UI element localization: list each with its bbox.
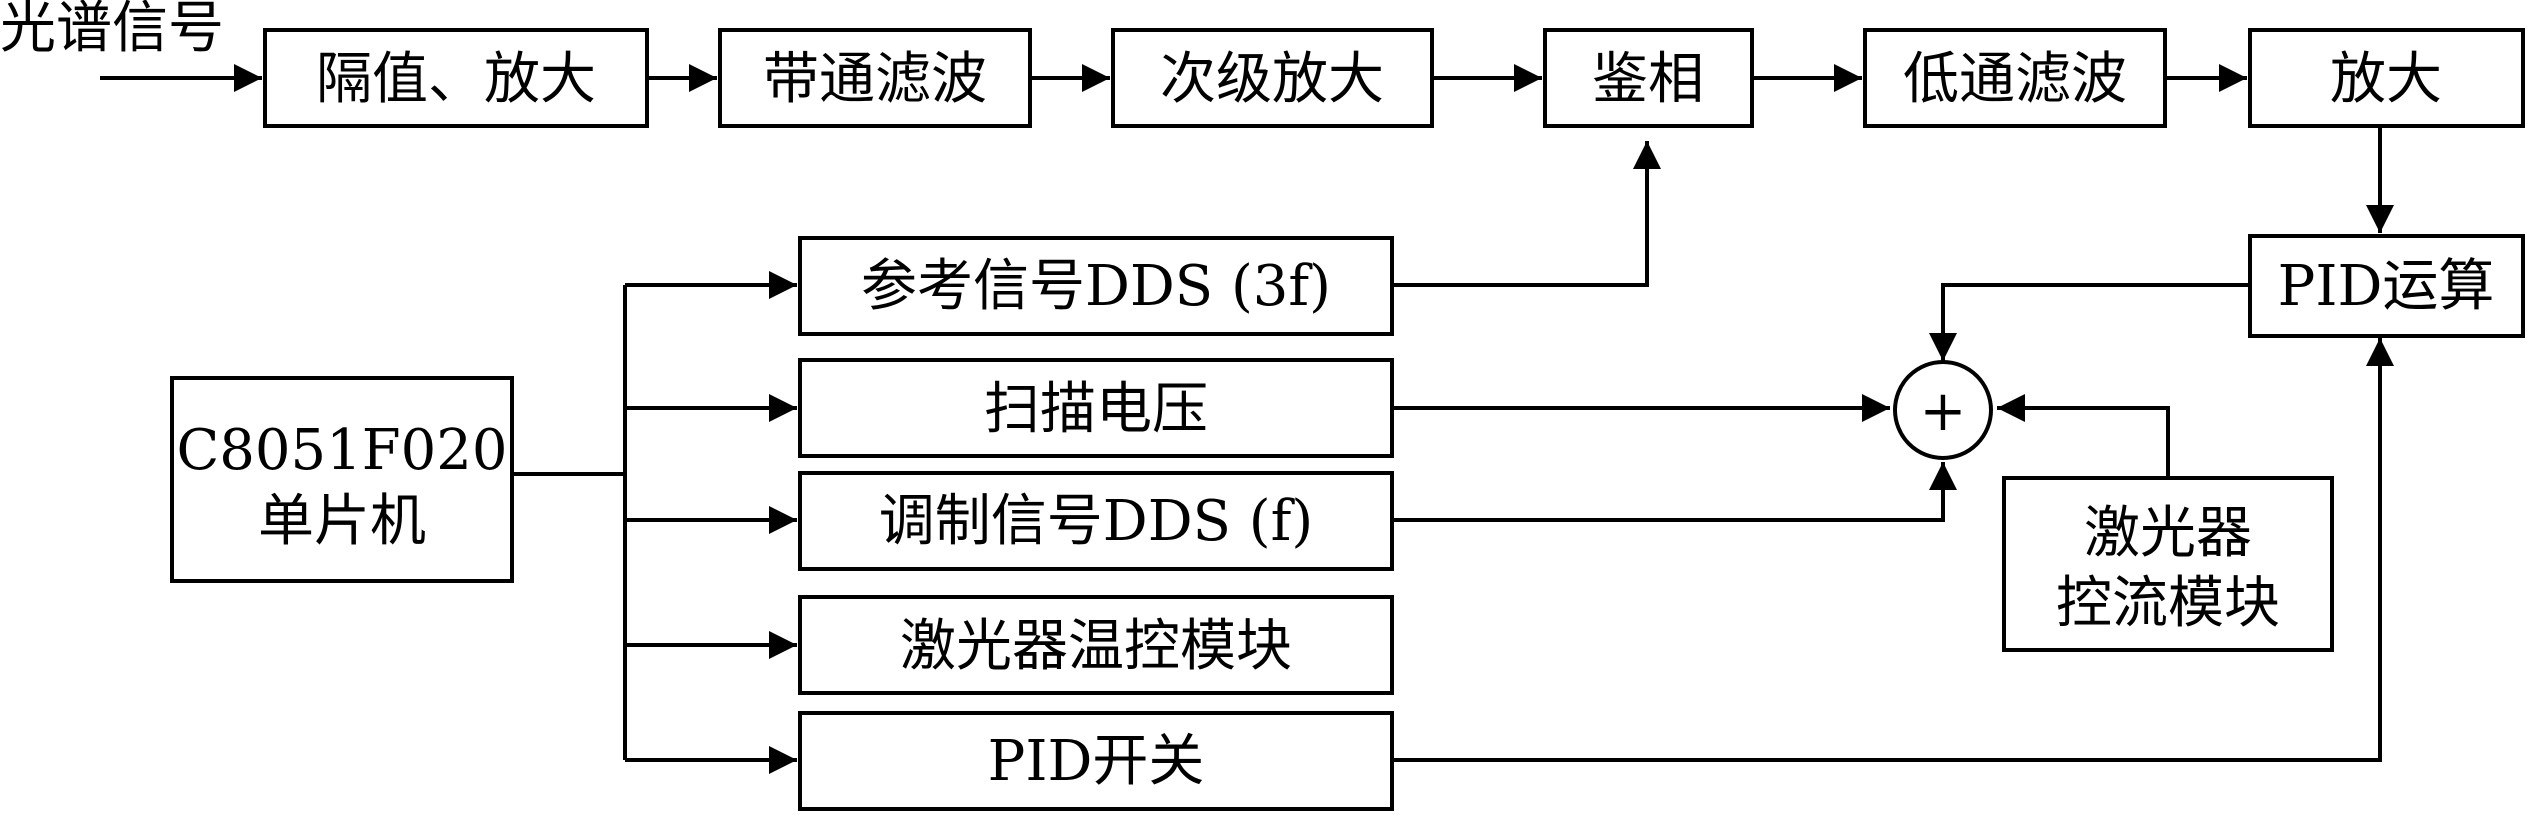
block-lowpass-label: 低通滤波 bbox=[1903, 47, 2127, 112]
wire-pidswitch-to-pid bbox=[1392, 338, 2394, 762]
block-lowpass: 低通滤波 bbox=[1863, 28, 2167, 128]
block-amplify: 放大 bbox=[2248, 28, 2525, 128]
connections bbox=[100, 64, 2394, 774]
block-secondary-amp: 次级放大 bbox=[1111, 28, 1434, 128]
wire-pid-to-summer bbox=[1929, 283, 2250, 361]
block-amplify-label: 放大 bbox=[2330, 47, 2442, 112]
wire-ref-to-phase bbox=[1392, 141, 1661, 287]
block-temp-ctrl-label: 激光器温控模块 bbox=[900, 614, 1292, 679]
block-blocking-amp: 隔值、放大 bbox=[263, 28, 649, 128]
block-mod-dds-label: 调制信号DDS (f) bbox=[879, 489, 1313, 554]
summing-junction-sign: + bbox=[1920, 379, 1967, 444]
block-mod-dds: 调制信号DDS (f) bbox=[798, 471, 1394, 571]
block-bandpass-label: 带通滤波 bbox=[763, 47, 987, 112]
block-current-ctrl: 激光器 控流模块 bbox=[2002, 476, 2334, 652]
block-ref-dds: 参考信号DDS (3f) bbox=[798, 236, 1394, 336]
block-temp-ctrl: 激光器温控模块 bbox=[798, 595, 1394, 695]
block-pid-switch: PID开关 bbox=[798, 711, 1394, 811]
block-phase-detect-label: 鉴相 bbox=[1592, 47, 1704, 112]
block-pid-switch-label: PID开关 bbox=[988, 729, 1205, 794]
block-phase-detect: 鉴相 bbox=[1543, 28, 1754, 128]
block-scan-voltage-label: 扫描电压 bbox=[984, 377, 1208, 442]
block-bandpass: 带通滤波 bbox=[718, 28, 1032, 128]
block-current-ctrl-label-line2: 控流模块 bbox=[2056, 571, 2280, 636]
block-mcu-label-line1: C8051F020 bbox=[176, 418, 507, 483]
summing-junction: + bbox=[1893, 360, 1993, 460]
block-pid-calc-label: PID运算 bbox=[2278, 254, 2495, 319]
wire-mod-to-summer bbox=[1392, 462, 1957, 522]
block-mcu: C8051F020 单片机 bbox=[170, 376, 514, 583]
wire-current-to-summer bbox=[1997, 394, 2170, 478]
block-current-ctrl-label-line1: 激光器 bbox=[2084, 501, 2252, 566]
block-secondary-amp-label: 次级放大 bbox=[1160, 47, 1384, 112]
block-blocking-amp-label: 隔值、放大 bbox=[316, 47, 596, 112]
block-pid-calc: PID运算 bbox=[2248, 234, 2525, 338]
input-signal-label: 光谱信号 bbox=[0, 0, 224, 61]
block-scan-voltage: 扫描电压 bbox=[798, 358, 1394, 458]
block-mcu-label-line2: 单片机 bbox=[258, 489, 426, 554]
block-ref-dds-label: 参考信号DDS (3f) bbox=[861, 254, 1331, 319]
input-signal: 光谱信号 bbox=[0, 0, 224, 61]
